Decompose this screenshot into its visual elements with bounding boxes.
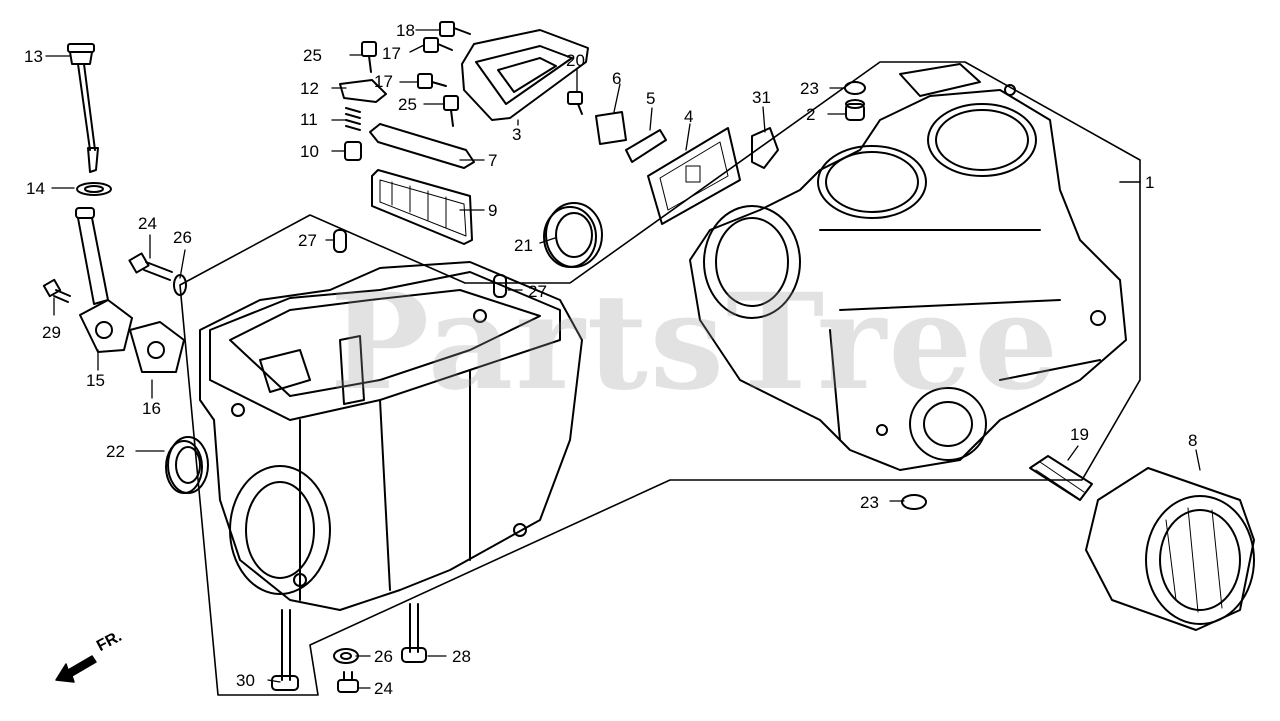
dowel-pin-upper — [333, 229, 347, 253]
spring — [345, 107, 361, 131]
callout-25-lower: 25 — [398, 95, 417, 114]
callout-5: 5 — [646, 89, 656, 108]
callout-23-lower: 23 — [860, 493, 879, 512]
collar — [344, 141, 362, 161]
assembly-boundary — [179, 61, 1141, 696]
plug-20 — [567, 91, 583, 115]
front-arrow — [55, 655, 97, 683]
callout-22: 22 — [106, 442, 125, 461]
sealing-washer — [173, 274, 187, 296]
bracket-6 — [595, 111, 627, 145]
lever-31 — [751, 127, 779, 169]
callout-19: 19 — [1070, 425, 1089, 444]
callout-17-lower: 17 — [374, 72, 393, 91]
callout-12: 12 — [300, 79, 319, 98]
callout-27-upper: 27 — [298, 231, 317, 250]
filler-tube-gasket — [129, 321, 185, 373]
watermark: PartsTree — [330, 265, 1061, 420]
bolt-29 — [42, 278, 71, 303]
oil-seal-22 — [165, 436, 209, 494]
callout-1: 1 — [1145, 173, 1155, 192]
callout-3: 3 — [512, 125, 522, 144]
dipstick — [67, 43, 99, 173]
callout-15: 15 — [86, 371, 105, 390]
head-cover — [461, 29, 589, 121]
callout-11: 11 — [300, 110, 318, 129]
gasket-4 — [647, 127, 741, 225]
callout-10: 10 — [300, 142, 319, 161]
callout-21: 21 — [514, 236, 533, 255]
callout-6: 6 — [612, 69, 622, 88]
plate-5 — [625, 129, 667, 163]
oil-seal-21 — [543, 202, 603, 268]
bolt-24-bottom — [337, 671, 359, 693]
callout-20: 20 — [566, 51, 585, 70]
breather-plate — [369, 123, 475, 169]
oil-filler-tube — [75, 207, 133, 353]
bolt-18 — [439, 21, 471, 37]
o-ring — [76, 182, 112, 196]
oil-filter-stud — [1029, 455, 1093, 501]
oil-filter — [1085, 467, 1255, 631]
crankcase — [199, 261, 583, 611]
stud-bolt-28 — [401, 603, 427, 663]
bolt-25-upper — [361, 41, 377, 73]
o-ring-23-lower — [901, 494, 927, 510]
callout-23-upper: 23 — [800, 79, 819, 98]
callout-29: 29 — [42, 323, 61, 342]
o-ring-23-upper — [844, 81, 866, 95]
callout-13: 13 — [24, 47, 43, 66]
callout-8: 8 — [1188, 431, 1198, 450]
callout-18: 18 — [396, 21, 415, 40]
flange-bolt-24 — [128, 252, 173, 281]
leader-lines — [45, 29, 1201, 689]
callout-4: 4 — [684, 107, 694, 126]
breather-element — [371, 169, 473, 245]
callout-28: 28 — [452, 647, 471, 666]
callout-30: 30 — [236, 671, 255, 690]
callout-31: 31 — [752, 88, 771, 107]
cylinder-block — [689, 63, 1127, 471]
stud-bolt-30 — [271, 609, 299, 691]
bushing-2 — [845, 99, 865, 121]
callout-2: 2 — [806, 105, 816, 124]
washer-26-bottom — [333, 648, 359, 664]
callout-17-upper: 17 — [382, 44, 401, 63]
callout-24-upper: 24 — [138, 214, 157, 233]
callout-7: 7 — [488, 151, 498, 170]
bolt-17-lower — [417, 73, 447, 89]
callout-14: 14 — [26, 179, 45, 198]
callout-27-lower: 27 — [528, 282, 547, 301]
bolt-17-upper — [423, 37, 453, 53]
callout-26-lower: 26 — [374, 647, 393, 666]
breather-reed — [339, 79, 387, 103]
callout-9: 9 — [488, 201, 498, 220]
callout-25-upper: 25 — [303, 46, 322, 65]
callout-26-upper: 26 — [173, 228, 192, 247]
bolt-25-lower — [443, 95, 459, 127]
callout-24-lower: 24 — [374, 679, 393, 698]
callout-16: 16 — [142, 399, 161, 418]
